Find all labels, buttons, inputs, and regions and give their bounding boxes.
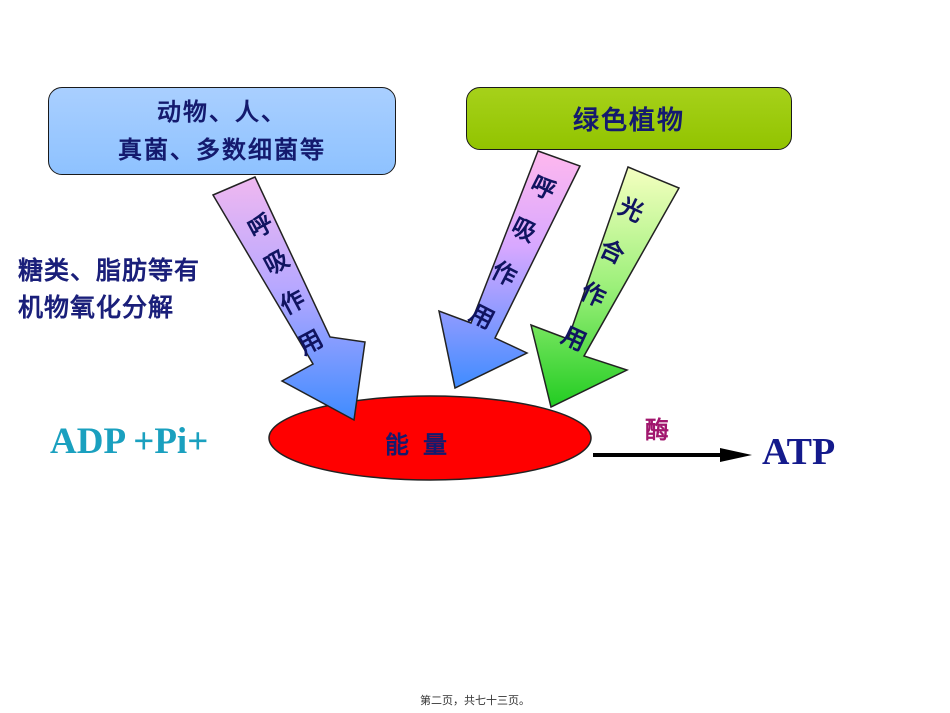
plants-label: 绿色植物 bbox=[572, 106, 685, 136]
left-respiration-arrow bbox=[211, 176, 366, 422]
reaction-arrow-head bbox=[720, 448, 752, 462]
side-note: 糖类、脂肪等有 机物氧化分解 bbox=[18, 252, 200, 326]
photosynthesis-arrow bbox=[529, 166, 681, 409]
side-note-line-1: 糖类、脂肪等有 bbox=[18, 256, 201, 285]
equation-left: ADP +Pi+ bbox=[50, 421, 209, 462]
page-footer: 第二页，共七十三页。 bbox=[420, 694, 530, 707]
side-note-line-2: 机物氧化分解 bbox=[18, 293, 175, 322]
right-respiration-arrow bbox=[437, 150, 582, 390]
organisms-line-2: 真菌、多数细菌等 bbox=[118, 136, 326, 164]
energy-label: 能量 bbox=[385, 431, 461, 459]
enzyme-label: 酶 bbox=[645, 416, 669, 444]
organisms-line-1: 动物、人、 bbox=[157, 98, 287, 126]
organisms-box-plants: 绿色植物 bbox=[466, 87, 792, 150]
organisms-box-animals: 动物、人、 真菌、多数细菌等 bbox=[48, 87, 396, 175]
equation-right: ATP bbox=[762, 431, 836, 473]
